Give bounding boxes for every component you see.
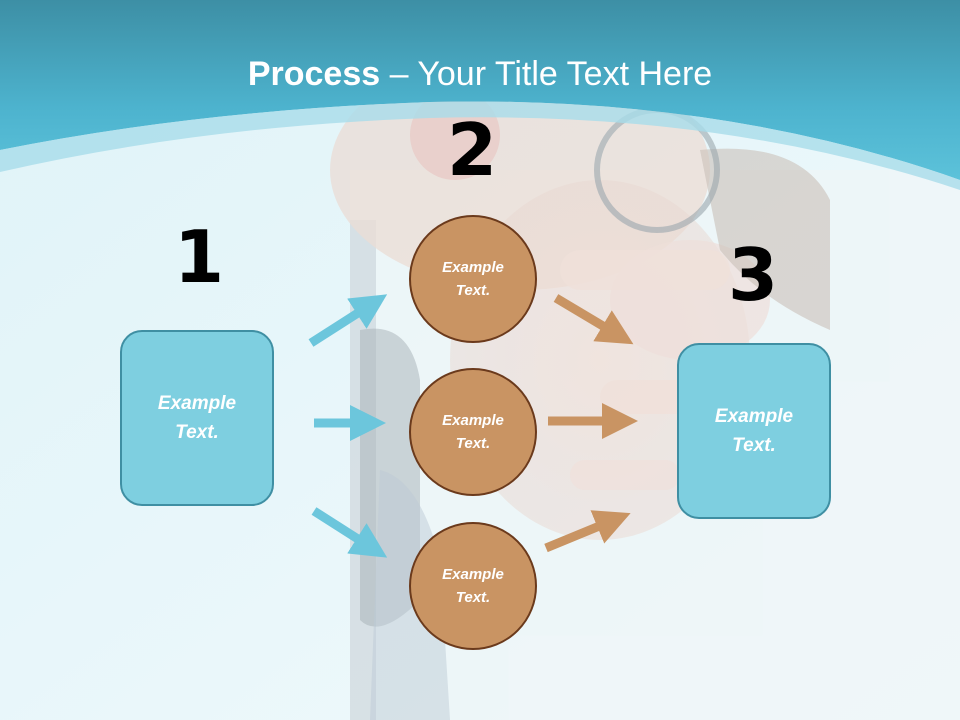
right-process-box: Example Text.	[677, 343, 831, 519]
circle-top-text: Example Text.	[442, 259, 504, 299]
arrow-to-circle-top	[308, 294, 388, 347]
arrow-to-circle-bottom	[311, 507, 388, 558]
right-box-text: Example Text.	[714, 406, 794, 456]
process-circle-bottom: Example Text.	[409, 522, 537, 650]
process-circle-top: Example Text.	[409, 215, 537, 343]
title-bold: Process	[247, 55, 381, 93]
title-rest: – Your Title Text Here	[380, 55, 713, 93]
circle-middle-text: Example Text.	[442, 412, 504, 452]
arrow-from-circle-top	[553, 294, 634, 345]
header-band	[0, 0, 960, 180]
left-box-text: Example Text.	[157, 393, 237, 443]
circle-bottom-text: Example Text.	[442, 566, 504, 606]
slide-title: Process – Your Title Text Here	[0, 52, 960, 96]
header-swoosh	[0, 101, 960, 190]
step-number-1: 1	[173, 215, 225, 299]
arrow-from-circle-bottom	[544, 510, 631, 553]
step-number-2: 2	[446, 108, 498, 192]
step-number-3: 3	[727, 233, 779, 317]
left-process-box: Example Text.	[120, 330, 274, 506]
process-circle-middle: Example Text.	[409, 368, 537, 496]
